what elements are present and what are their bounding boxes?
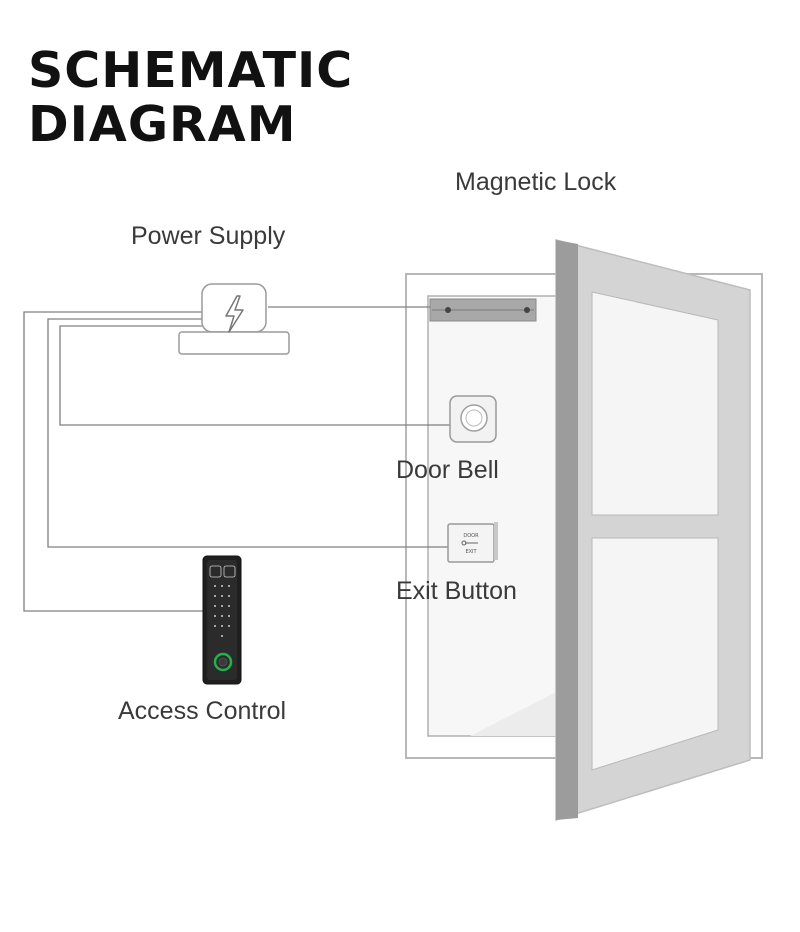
wiring — [23, 306, 450, 612]
title-line-1: SCHEMATIC — [28, 42, 354, 99]
wire-access — [23, 311, 205, 612]
door-bell — [449, 395, 497, 443]
exit-plate-line-1: DOOR — [463, 533, 479, 539]
exit-button-label: Exit Button — [396, 577, 517, 605]
lightning-icon — [225, 295, 244, 333]
wire-doorbell — [59, 325, 450, 426]
power-supply-label: Power Supply — [131, 222, 286, 250]
access-control-device — [202, 555, 242, 685]
key-icon — [461, 540, 478, 546]
wire-exit — [47, 318, 448, 548]
access-control-label: Access Control — [118, 697, 287, 725]
magnetic-lock — [429, 298, 537, 322]
exit-plate-line-2: EXIT — [465, 549, 477, 555]
magnetic-lock-label: Magnetic Lock — [455, 168, 617, 196]
door-bell-label: Door Bell — [396, 456, 499, 484]
door-panel — [555, 239, 751, 822]
title-line-2: DIAGRAM — [28, 96, 297, 153]
fingerprint-icon — [213, 652, 233, 672]
diagram-title: SCHEMATIC DIAGRAM — [28, 44, 353, 152]
power-supply — [178, 283, 290, 355]
exit-button-device: DOOR EXIT — [447, 522, 498, 563]
